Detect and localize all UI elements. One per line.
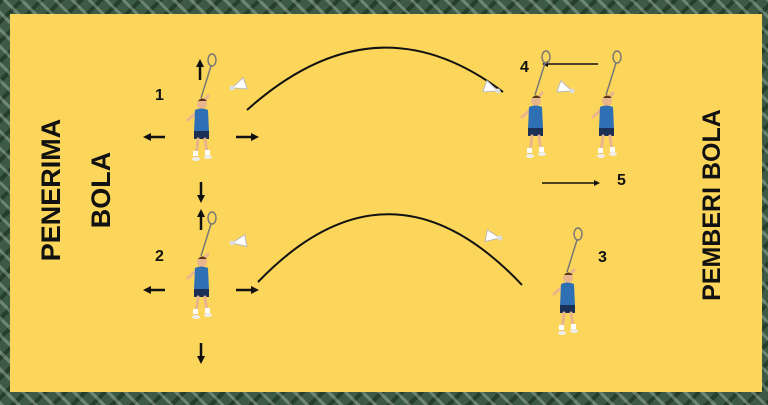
position-number-4: 4 (520, 59, 529, 76)
trajectory-arc-top (246, 46, 504, 111)
shuttlecock-icon (227, 234, 248, 250)
court-area (10, 14, 762, 392)
position-number-5: 5 (617, 172, 626, 189)
position-number-2: 2 (155, 248, 164, 265)
player-receiver-1 (186, 52, 218, 163)
shuttlecock-icon (556, 80, 577, 98)
position-number-1: 1 (155, 87, 164, 104)
trajectory-arc-bottom (257, 213, 523, 286)
movement-arrows-player-2 (143, 209, 259, 364)
position-number-3: 3 (598, 249, 607, 266)
shuttlecock-icon (482, 80, 503, 98)
receiver-label-line1: PENERIMA (36, 119, 66, 262)
player-feeder-5 (591, 49, 623, 160)
server-label: PEMBERI BOLA (698, 109, 726, 301)
receiver-label-line2: BOLA (86, 152, 116, 229)
movement-arrows-player-1 (143, 59, 259, 203)
player-feeder-3 (552, 226, 584, 337)
shuttlecock-icon (227, 77, 248, 95)
shuttlecock-icon (484, 229, 505, 245)
